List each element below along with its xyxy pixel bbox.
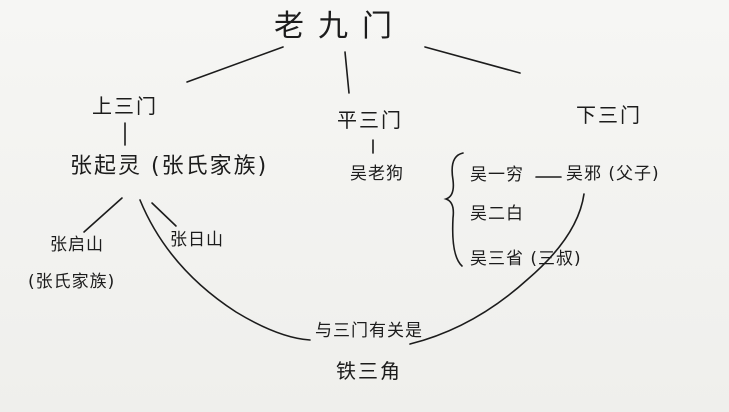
bottom-line-2: 铁三角 xyxy=(336,359,402,383)
line-head-zhangrishan xyxy=(151,202,177,227)
lower-son: 吴邪 (父子) xyxy=(566,164,660,184)
arc-right xyxy=(409,193,585,345)
upper-child-zhangrishan: 张日山 xyxy=(170,230,224,250)
brace xyxy=(443,152,464,267)
line-head-zhangqishan xyxy=(83,197,123,233)
line-root-middle xyxy=(344,51,350,94)
line-root-upper xyxy=(186,46,284,83)
middle-branch-label: 平三门 xyxy=(337,108,403,132)
lower-brother-3: 吴三省 (三叔) xyxy=(470,249,582,269)
upper-child-family: (张氏家族) xyxy=(28,272,116,292)
bottom-line-1: 与三门有关是 xyxy=(315,321,423,341)
lower-branch-label: 下三门 xyxy=(576,103,642,127)
middle-head: 吴老狗 xyxy=(350,164,404,184)
upper-child-zhangqishan: 张启山 xyxy=(50,235,104,255)
line-root-lower xyxy=(424,46,521,74)
lower-brother-1: 吴一穷 xyxy=(470,165,524,185)
upper-branch-label: 上三门 xyxy=(92,94,158,118)
arc-left xyxy=(139,199,311,341)
lower-brother-2: 吴二白 xyxy=(470,204,524,224)
root-label: 老九门 xyxy=(274,9,406,44)
upper-head: 张起灵 (张氏家族) xyxy=(70,154,269,179)
